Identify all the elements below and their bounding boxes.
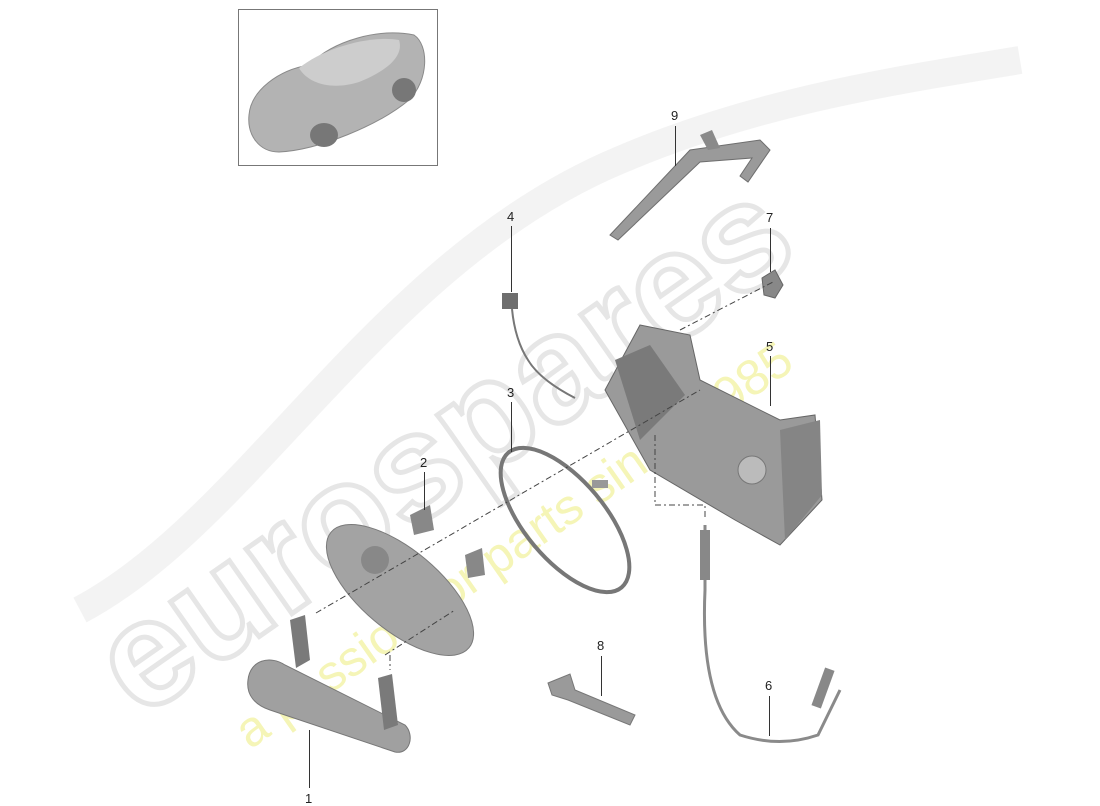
leader-line-6 bbox=[769, 696, 770, 736]
leader-line-5 bbox=[770, 356, 771, 406]
part-5-housing[interactable] bbox=[604, 324, 823, 546]
leader-line-1 bbox=[309, 730, 310, 788]
leader-line-3 bbox=[511, 402, 512, 452]
assembly-lines bbox=[315, 281, 774, 670]
callout-4[interactable]: 4 bbox=[507, 209, 515, 224]
leader-line-9 bbox=[675, 126, 676, 166]
part-3-seal-frame[interactable] bbox=[478, 427, 652, 613]
callout-6[interactable]: 6 bbox=[765, 678, 773, 693]
car-icon bbox=[248, 32, 426, 153]
callout-8[interactable]: 8 bbox=[597, 638, 605, 653]
part-6-cable[interactable] bbox=[700, 525, 842, 743]
part-2-bezel[interactable] bbox=[305, 502, 494, 679]
callout-7[interactable]: 7 bbox=[766, 210, 774, 225]
leader-line-7 bbox=[770, 228, 771, 272]
callout-9[interactable]: 9 bbox=[671, 108, 679, 123]
part-9-trim-strip[interactable] bbox=[609, 130, 771, 241]
leader-line-8 bbox=[601, 656, 602, 696]
leader-line-2 bbox=[424, 472, 425, 510]
vehicle-thumbnail bbox=[238, 9, 438, 166]
callout-1[interactable]: 1 bbox=[305, 791, 313, 806]
part-7-grommet[interactable] bbox=[761, 269, 784, 299]
callout-3[interactable]: 3 bbox=[507, 385, 515, 400]
part-1-handle[interactable] bbox=[247, 615, 411, 753]
part-8-key-blade[interactable] bbox=[547, 673, 636, 726]
callout-2[interactable]: 2 bbox=[420, 455, 428, 470]
leader-line-4 bbox=[511, 226, 512, 292]
callout-5[interactable]: 5 bbox=[766, 339, 774, 354]
part-4-sensor[interactable] bbox=[502, 293, 576, 399]
